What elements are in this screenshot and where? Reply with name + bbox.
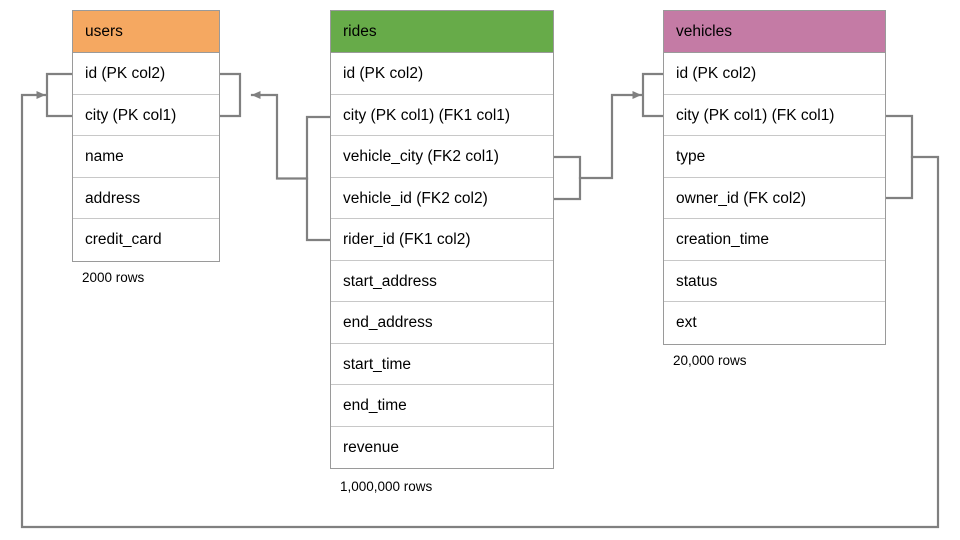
table-vehicles-title: vehicles (664, 11, 885, 53)
table-vehicles-column-ext[interactable]: ext (676, 314, 697, 331)
table-vehicles-rowcount: 20,000 rows (673, 353, 747, 368)
edge-rides-to-users (218, 72, 332, 242)
table-rides-title: rides (331, 11, 553, 53)
table-rides-column-start-time[interactable]: start_time (331, 344, 553, 385)
table-rides-column-rider-id[interactable]: rider_id (FK1 col2) (331, 219, 553, 261)
edge-rides-to-vehicles (552, 72, 665, 201)
table-rides-column-revenue[interactable]: revenue (343, 438, 400, 456)
table-users-column-address[interactable]: address (73, 178, 219, 219)
table-vehicles-column-status[interactable]: status (664, 261, 885, 302)
table-users[interactable]: users id (PK col2) city (PK col1) name a… (72, 10, 220, 262)
table-vehicles[interactable]: vehicles id (PK col2) city (PK col1) (FK… (663, 10, 886, 345)
table-users-column-credit-card[interactable]: credit_card (85, 231, 162, 248)
table-vehicles-column-creation-time[interactable]: creation_time (664, 219, 885, 261)
table-users-column-id[interactable]: id (PK col2) (73, 53, 219, 95)
table-rides-rowcount: 1,000,000 rows (340, 479, 433, 494)
table-rides[interactable]: rides id (PK col2) city (PK col1) (FK1 c… (330, 10, 554, 469)
table-vehicles-column-owner-id[interactable]: owner_id (FK col2) (664, 178, 885, 219)
table-rides-column-vehicle-id[interactable]: vehicle_id (FK2 col2) (331, 178, 553, 219)
table-users-column-city[interactable]: city (PK col1) (73, 95, 219, 136)
table-vehicles-column-city[interactable]: city (PK col1) (FK col1) (664, 95, 885, 136)
table-vehicles-column-type[interactable]: type (664, 136, 885, 178)
table-rides-column-id[interactable]: id (PK col2) (331, 53, 553, 95)
table-rides-column-city[interactable]: city (PK col1) (FK1 col1) (331, 95, 553, 136)
table-rides-column-end-address[interactable]: end_address (331, 302, 553, 344)
table-users-rowcount: 2000 rows (82, 270, 145, 285)
table-rides-column-start-address[interactable]: start_address (331, 261, 553, 302)
table-users-column-name[interactable]: name (73, 136, 219, 178)
table-vehicles-column-id[interactable]: id (PK col2) (664, 53, 885, 95)
table-users-title: users (73, 11, 219, 53)
table-rides-column-end-time[interactable]: end_time (331, 385, 553, 427)
table-rides-column-vehicle-city[interactable]: vehicle_city (FK2 col1) (331, 136, 553, 178)
